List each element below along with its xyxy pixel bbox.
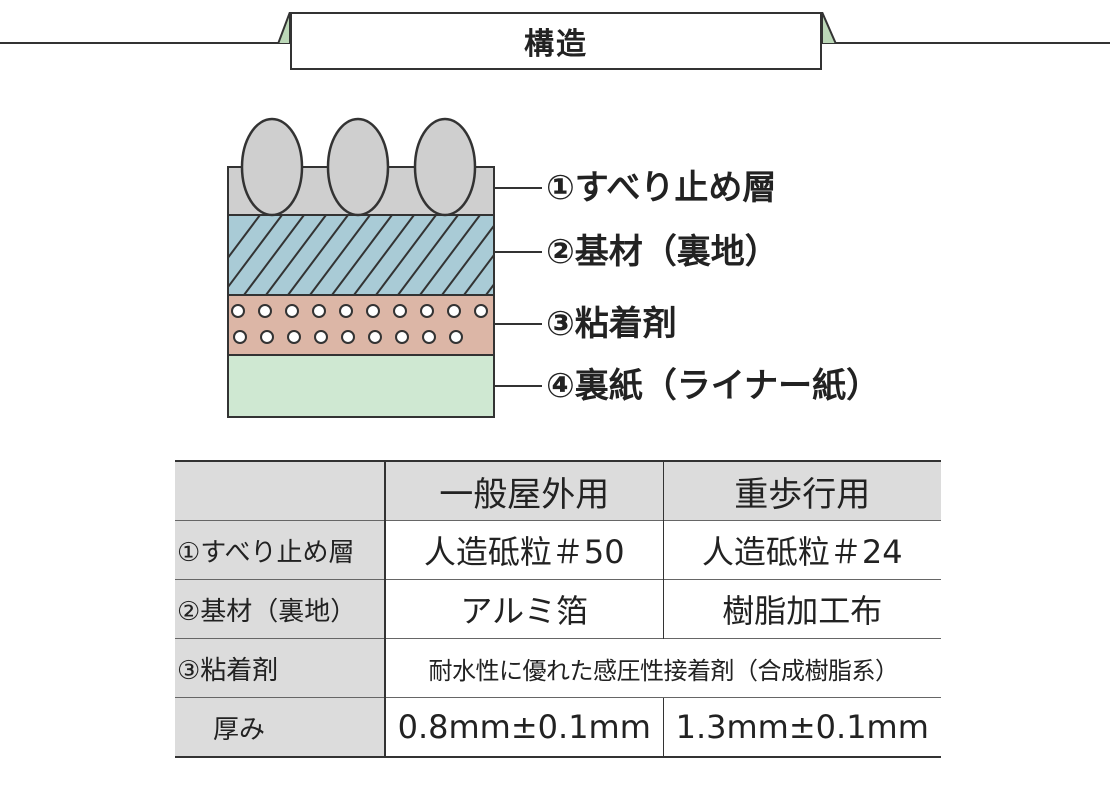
cell-antislip-heavy: 人造砥粒＃24 [662,520,941,580]
cell-thickness-general: 0.8mm±0.1mm [385,697,663,758]
grit-particles [240,117,477,217]
layer-label-adhesive: ③粘着剤 [546,304,677,344]
leader-lines [494,187,542,387]
header-box: 構造 [290,12,822,70]
layer-label-base: ②基材（裏地） [546,232,779,272]
table-header-row: 一般屋外用 重歩行用 [175,460,941,521]
page-title: 構造 [524,27,588,62]
col-header-heavy: 重歩行用 [662,460,941,521]
cell-base-general: アルミ箔 [385,579,663,639]
table-row: ①すべり止め層 人造砥粒＃50 人造砥粒＃24 [175,520,941,580]
row-label-thickness: 厚み [175,697,386,758]
layer-liner [227,354,495,418]
layer-label-liner: ④裏紙（ライナー紙） [546,366,881,406]
header-tab-right [822,12,838,44]
header-rule-left [0,42,278,44]
table-row: ③粘着剤 耐水性に優れた感圧性接着剤（合成樹脂系） [175,638,941,698]
layer-adhesive-dots [231,304,488,344]
spec-table: 一般屋外用 重歩行用 ①すべり止め層 人造砥粒＃50 人造砥粒＃24 ②基材（裏… [175,460,941,758]
layer-adhesive [227,294,495,356]
col-header-general: 一般屋外用 [385,460,663,521]
header-tab-left [276,12,291,44]
row-label-base: ②基材（裏地） [175,579,386,639]
cell-adhesive-merged: 耐水性に優れた感圧性接着剤（合成樹脂系） [385,638,941,698]
layer-label-antislip: ①すべり止め層 [546,168,777,208]
header-rule-right [833,42,1110,44]
cell-antislip-general: 人造砥粒＃50 [385,520,663,580]
table-row: 厚み 0.8mm±0.1mm 1.3mm±0.1mm [175,697,941,758]
cell-thickness-heavy: 1.3mm±0.1mm [662,697,941,758]
layer-diagram [227,117,542,418]
layer-base-hatch [228,215,494,295]
row-label-adhesive: ③粘着剤 [175,638,386,698]
table-row: ②基材（裏地） アルミ箔 樹脂加工布 [175,579,941,639]
row-label-antislip: ①すべり止め層 [175,520,386,580]
table-corner-cell [175,460,386,521]
cell-base-heavy: 樹脂加工布 [662,579,941,639]
